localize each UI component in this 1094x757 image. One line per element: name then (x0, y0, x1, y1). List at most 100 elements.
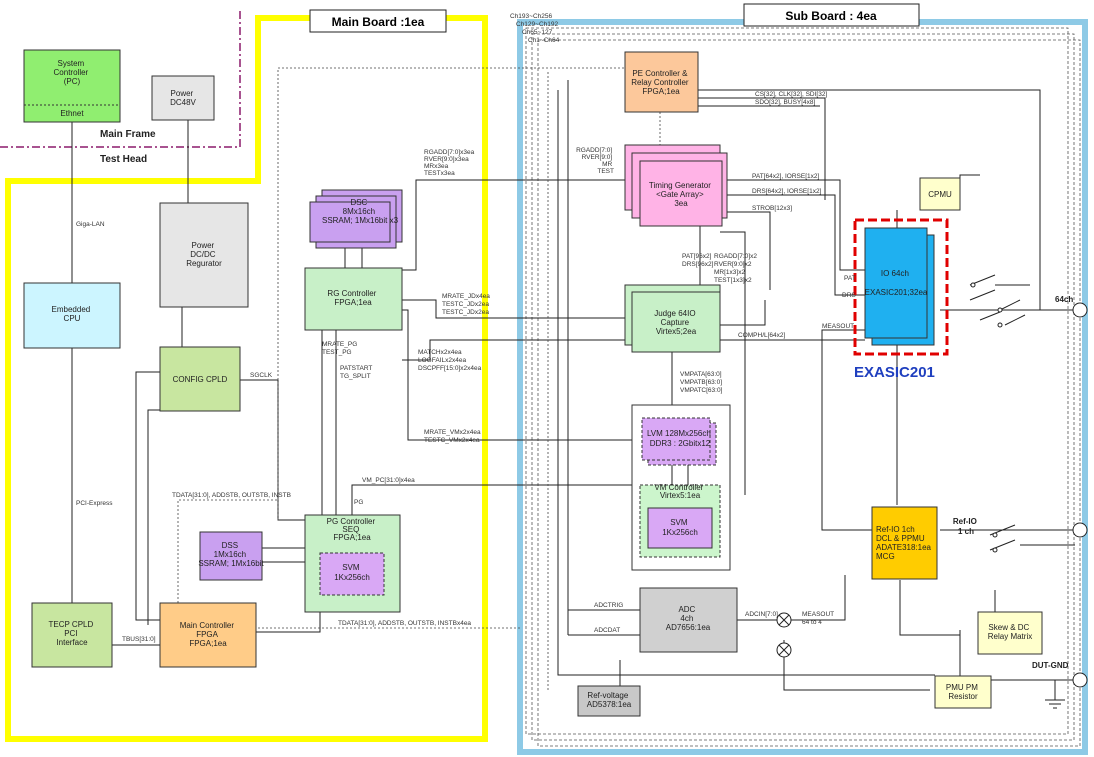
line-drs-tg (720, 194, 865, 296)
ethnet-label: Ethnet (60, 109, 84, 118)
line-pg-main (256, 612, 321, 633)
svm-vm-block (647, 507, 713, 549)
port-refio-label: Ref-IO 1 ch (953, 517, 979, 536)
mux-circles (776, 612, 792, 658)
cpmu-block (919, 177, 961, 211)
tecp-cpld-label: TECP CPLD PCI Interface (49, 620, 96, 647)
sig-rgaddr-tg: RGADD[7:0] RVER[9:0] MR TEST (576, 147, 614, 175)
sub-board-stack-2 (525, 27, 1069, 735)
main-board-title: Main Board :1ea (332, 15, 425, 29)
sig-mrate-jd: MRATE_JDx4ea TESTC_JDx2ea TESTC_JDx2ea (442, 293, 492, 316)
power-dc48v-block (151, 75, 215, 121)
pmu-resistor-label: PMU PM Resistor (946, 683, 980, 701)
sig-pg: PG (354, 499, 363, 506)
line-tdata-pg (177, 499, 278, 603)
port-refio (1072, 522, 1088, 538)
main-controller-label: Main Controller FPGA FPGA;1ea (180, 621, 236, 648)
dsc-label: DSC 8Mx16ch SSRAM; 1Mx16bit x3 (322, 198, 399, 225)
main-controller-block (159, 602, 257, 668)
line-vm-tg (720, 231, 746, 495)
ref-voltage-block (577, 685, 641, 717)
svm-pg-block (319, 552, 385, 596)
embedded-cpu-label: Embedded CPU (52, 305, 93, 323)
ref-io-block (871, 506, 938, 580)
sig-drs-tg: DRS[64x2], IORSE[1x2] (752, 188, 822, 195)
rg-controller-label: RG Controller FPGA;1ea (327, 289, 378, 307)
sub-board-title-box (743, 3, 920, 27)
ref-voltage-label: Ref-voltage AD5378:1ea (587, 691, 632, 709)
config-cpld-label: CONFIG CPLD (173, 375, 228, 384)
sig-measout-adc: MEASOUT 64 to 4 (802, 611, 836, 626)
dss-label: DSS 1Mx16ch SSRAM; 1Mx16bit (198, 541, 264, 568)
lvm-label: LVM 128Mx256ch DDR3 : 2Gbitx12 (647, 429, 713, 448)
adc-label: ADC 4ch AD7656:1ea (666, 605, 711, 632)
pmu-resistor-block (934, 675, 992, 709)
line-strob (720, 211, 771, 290)
main-frame-border (0, 8, 241, 148)
sig-rgaddr-rg: RGADD[7:0]x3ea RVER[9:0]x3ea MRx3ea TEST… (424, 149, 476, 177)
port-dutgnd-label: DUT-GND (1032, 661, 1069, 670)
sig-tdata-pg: TDATA[31:0], ADDSTB, OUTSTB, INSTB (172, 492, 291, 499)
relay-switches (969, 274, 1075, 553)
ch-tab-3: Ch65~127 (522, 29, 553, 36)
sig-pat-drs: PAT[96x2] DRS[96x2] (682, 253, 714, 268)
main-board-title-box (309, 9, 447, 33)
port-64ch (1072, 302, 1088, 318)
line-cs-clk (698, 97, 826, 200)
io64-block (864, 227, 928, 339)
sig-drs: DRS (842, 292, 856, 299)
sig-sgclk: SGCLK (250, 372, 273, 379)
svm-vm-label: SVM 1Kx256ch (662, 518, 698, 537)
sig-measout-io: MEASOUT (822, 323, 854, 330)
ch-tab-2: Ch129~Ch192 (516, 21, 558, 28)
line-matchx (402, 339, 625, 361)
system-controller-block (23, 49, 121, 123)
sig-sdo-busy: SDO[32], BUSY[4x8] (755, 99, 816, 106)
line-pmu (783, 640, 930, 691)
exasic-callout-label: EXASIC201 (854, 364, 935, 381)
line-mrate-jd (402, 299, 625, 319)
sig-mrate-vm: MRATE_VMx2x4ea TESTC_VMx2x4ea (424, 429, 482, 444)
line-pe-bus (277, 67, 625, 520)
line-measout (821, 329, 872, 531)
cpmu-label: CPMU (928, 190, 952, 199)
embedded-cpu-block (23, 282, 121, 349)
sub-board-title: Sub Board : 4ea (785, 9, 877, 23)
line-measout-adc (790, 575, 846, 621)
sig-vmpat: VMPATA[63:0] VMPATB[63:0] VMPATC[63:0] (680, 371, 724, 394)
connections (71, 67, 1075, 709)
sig-adcdat: ADCDAT (594, 627, 620, 634)
ref-io-label: Ref-IO 1ch DCL & PPMU ADATE318:1ea MCG (876, 525, 933, 561)
dsc-block (309, 201, 391, 243)
sub-board-stack-3 (531, 33, 1075, 741)
line-pat-tg (720, 179, 865, 271)
line-judge-io (720, 300, 766, 326)
line-config-main-2 (147, 409, 160, 625)
skew-relay-block (977, 611, 1043, 655)
lvm-block (641, 417, 711, 461)
line-cpmu (959, 174, 980, 205)
sig-giga-lan: Giga-LAN (76, 221, 105, 228)
judge-label: Judge 64IO Capture Virtex5;2ea (654, 309, 698, 336)
line-mrate-vm (402, 309, 640, 441)
sig-tdata-main: TDATA[31:0], ADDSTB, OUTSTB, INSTBx4ea (338, 620, 471, 627)
sig-matchx: MATCHx2x4ea LOGFAILx2x4ea DSCPFF[15:0]x2… (418, 349, 482, 372)
ch-tab-1: Ch193~Ch256 (510, 13, 552, 20)
main-frame-label: Main Frame (100, 129, 156, 140)
line-sgclk (240, 379, 305, 521)
rg-controller-block (304, 267, 403, 331)
line-ref-skew (899, 580, 960, 636)
sig-vmpc: VM_PC[31:0]x4ea (362, 477, 415, 484)
test-head-label: Test Head (100, 154, 147, 165)
sig-tbus: TBUS[31:0] (122, 636, 156, 643)
blocks: System Controller (PC) Ethnet Power DC48… (23, 49, 1043, 717)
adc-block (639, 587, 738, 653)
timing-generator-block (639, 160, 723, 227)
sig-rgaddr-judge: RGADD[7:0]x2 RVER[9:0]x2 MR[1x3]x2 TEST[… (714, 253, 759, 284)
pe-controller-block (624, 51, 699, 113)
sig-comph: COMPH/L[64x2] (738, 332, 786, 339)
sig-cs-clk: CS[32], CLK[32], SDI[32] (755, 91, 827, 98)
judge-block (631, 291, 721, 353)
